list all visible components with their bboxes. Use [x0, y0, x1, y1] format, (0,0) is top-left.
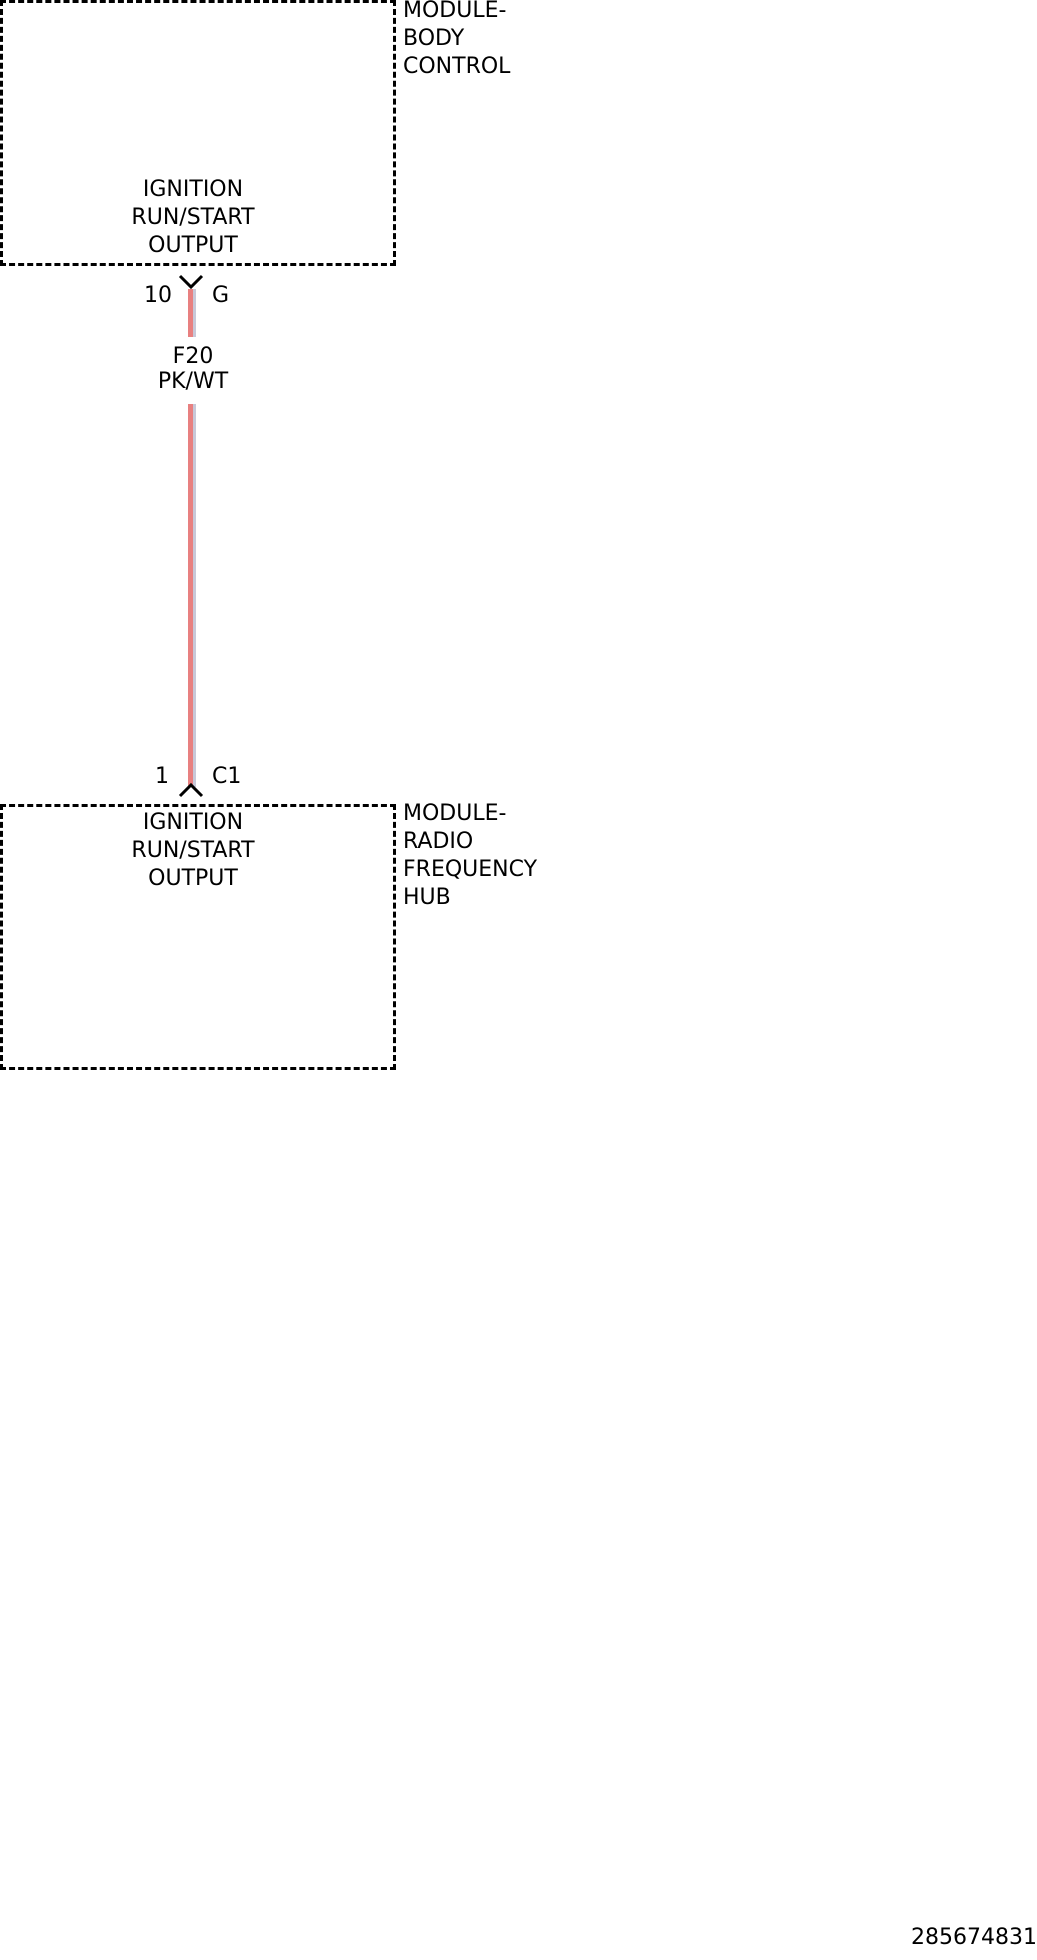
wire-upper-tracer	[193, 289, 196, 337]
pin-function-line: IGNITION	[142, 177, 244, 202]
wire-color-code: PK/WT	[157, 369, 229, 394]
top-connector-id: G	[212, 283, 230, 308]
module-name-line: MODULE-	[403, 801, 507, 826]
module-name-line: FREQUENCY	[403, 857, 538, 882]
circuit-number: F20	[172, 344, 214, 369]
body-control-module-name: MODULE- BODY CONTROL	[403, 0, 510, 81]
module-name-line: BODY	[403, 26, 465, 51]
wire-upper-primary	[188, 289, 193, 337]
rf-hub-pin-function: IGNITION RUN/START OUTPUT	[131, 809, 254, 893]
module-name-line: MODULE-	[403, 0, 507, 23]
bottom-connector-chevron	[178, 782, 204, 798]
rf-hub-module-name: MODULE- RADIO FREQUENCY HUB	[403, 800, 537, 912]
bottom-pin-number: 1	[155, 764, 169, 789]
figure-id: 285674831	[911, 1925, 1037, 1950]
pin-function-line: OUTPUT	[148, 233, 238, 258]
module-name-line: RADIO	[403, 829, 474, 854]
module-name-line: HUB	[403, 885, 451, 910]
pin-function-line: RUN/START	[131, 838, 255, 863]
pin-function-line: RUN/START	[131, 205, 255, 230]
radio-frequency-hub-module-box	[0, 804, 396, 1070]
pin-function-line: OUTPUT	[148, 866, 238, 891]
bottom-connector-id: C1	[212, 764, 242, 789]
top-connector-chevron	[178, 274, 204, 290]
pin-function-line: IGNITION	[142, 810, 244, 835]
wire-lower-tracer	[193, 404, 196, 787]
body-control-pin-function: IGNITION RUN/START OUTPUT	[131, 176, 254, 260]
wire-circuit-label: F20 PK/WT	[158, 344, 228, 394]
module-name-line: CONTROL	[403, 54, 511, 79]
body-control-module-box	[0, 0, 396, 266]
wire-lower-primary	[188, 404, 193, 787]
top-pin-number: 10	[144, 283, 172, 308]
